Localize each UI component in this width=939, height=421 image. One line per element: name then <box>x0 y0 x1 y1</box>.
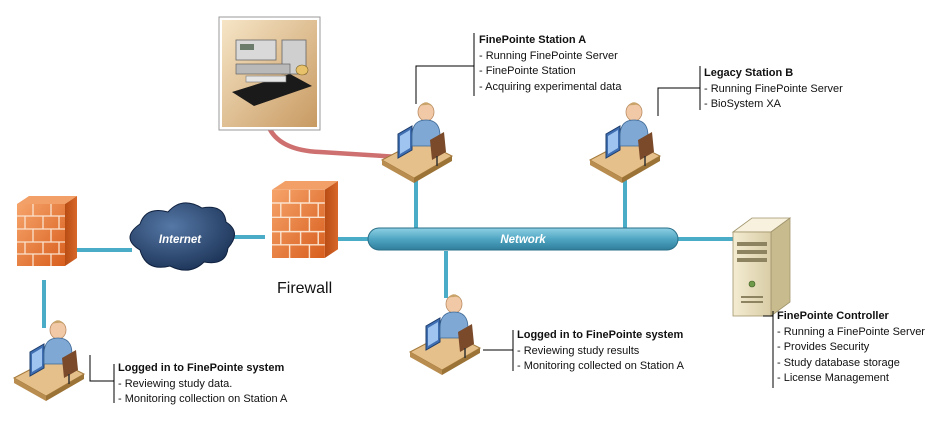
station-a-item: - Running FinePointe Server <box>479 49 618 62</box>
station-a-title: FinePointe Station A <box>479 34 587 46</box>
firewall-main-icon <box>271 180 339 259</box>
controller-item: - License Management <box>777 372 889 384</box>
remote-user-title: Logged in to FinePointe system <box>118 362 285 374</box>
station-b-title: Legacy Station B <box>704 67 794 79</box>
station-a-workstation-icon <box>381 101 453 184</box>
station-a-label: FinePointe Station A - Running FinePoint… <box>479 33 621 95</box>
local-user-title: Logged in to FinePointe system <box>517 329 684 341</box>
network-label: Network <box>500 234 546 246</box>
local-user-item: - Monitoring collected on Station A <box>517 360 684 372</box>
controller-item: - Study database storage <box>777 356 900 369</box>
controller-item: - Running a FinePointe Server <box>777 325 925 338</box>
internet-cloud-icon: Internet <box>129 202 235 271</box>
local-user-item: - Reviewing study results <box>517 344 640 357</box>
controller-label: FinePointe Controller - Running a FinePo… <box>777 309 925 387</box>
callout-station-b <box>657 87 700 116</box>
remote-user-item: - Monitoring collection on Station A <box>118 393 288 405</box>
station-a-item: - FinePointe Station <box>479 65 576 77</box>
callout-station-a <box>415 65 474 104</box>
local-user-workstation-icon <box>409 293 481 376</box>
station-a-item: - Acquiring experimental data <box>479 80 622 93</box>
local-user-label: Logged in to FinePointe system - Reviewi… <box>517 328 684 375</box>
callout-brackets <box>89 33 774 403</box>
callout-remote-user <box>89 355 114 382</box>
controller-item: - Provides Security <box>777 341 870 353</box>
instrument-photo <box>218 16 321 131</box>
controller-title: FinePointe Controller <box>777 310 889 322</box>
remote-user-label: Logged in to FinePointe system - Reviewi… <box>118 361 287 408</box>
controller-server-icon <box>731 217 792 317</box>
internet-label: Internet <box>159 234 202 246</box>
station-b-workstation-icon <box>589 101 661 184</box>
firewall-caption: Firewall <box>277 280 333 297</box>
firewall-left-icon <box>16 195 78 267</box>
station-b-label: Legacy Station B - Running FinePointe Se… <box>704 66 843 113</box>
remote-user-workstation-icon <box>13 319 85 402</box>
station-b-item: - BioSystem XA <box>704 98 782 110</box>
remote-user-item: - Reviewing study data. <box>118 377 233 390</box>
station-b-item: - Running FinePointe Server <box>704 82 843 95</box>
network-bus: Network <box>367 227 679 251</box>
